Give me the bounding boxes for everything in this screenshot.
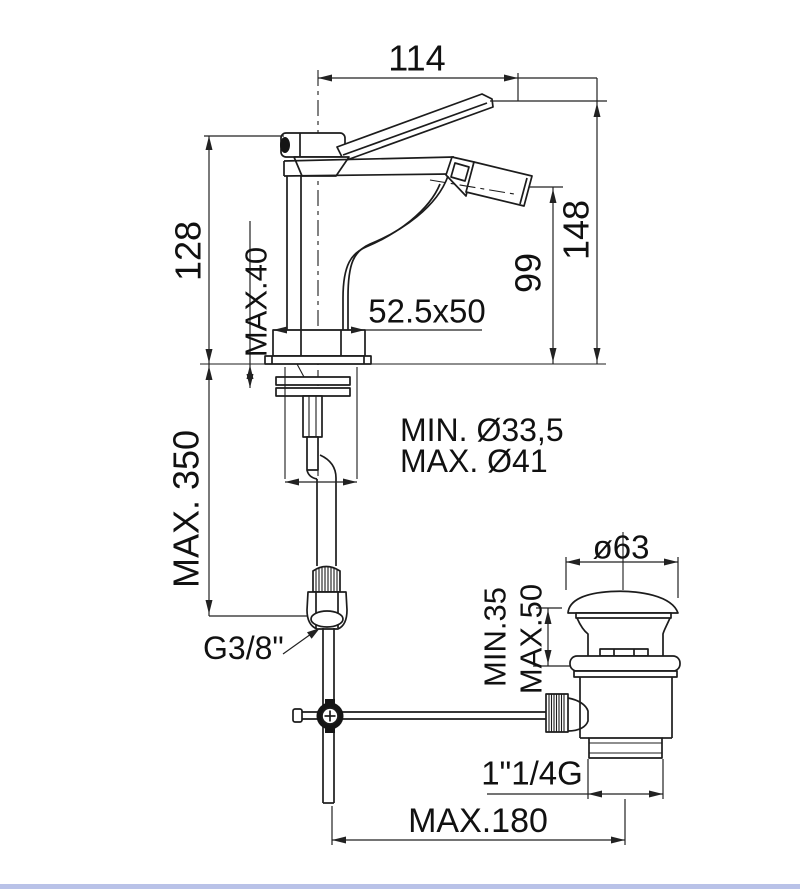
dimension-max40: MAX.40 (239, 221, 274, 388)
dimension-52-5x50: 52.5x50 (273, 293, 486, 334)
dimension-1-14g: 1"1/4G (481, 755, 664, 799)
dimension-hole-diameter: MIN. Ø33,5 MAX. Ø41 (284, 367, 564, 486)
waste-flange (569, 655, 681, 672)
dimension-148: 148 (490, 78, 607, 364)
dim-label-max350: MAX. 350 (166, 430, 207, 588)
waste-cap (567, 590, 679, 614)
dimension-114: 114 (318, 38, 597, 101)
dimension-128: 128 (168, 135, 284, 364)
pop-up-rod (292, 628, 549, 804)
waste-slot-tab (599, 648, 649, 657)
leader-g38: G3/8" (203, 628, 320, 666)
rod-end-cap (292, 708, 303, 723)
dim-label-waste-min: MIN.35 (478, 587, 513, 687)
label-g38: G3/8" (203, 630, 284, 666)
clamp-washer-bottom (275, 387, 351, 397)
pop-up-waste (545, 532, 681, 759)
dim-label-max40: MAX.40 (239, 247, 274, 357)
dim-label-d63: ø63 (593, 529, 650, 566)
lever-handle (336, 93, 494, 162)
handle-indicator (280, 137, 290, 153)
dim-label-hole-min: MIN. Ø33,5 (400, 412, 564, 448)
handle-hub (280, 132, 346, 158)
aerator-axis (429, 179, 515, 195)
dimension-max180: MAX.180 (331, 799, 626, 845)
nut-opening (310, 610, 344, 628)
dimension-waste-height: MIN.35 MAX.50 (478, 584, 570, 694)
dim-label-99: 99 (508, 253, 549, 293)
aerator (465, 161, 533, 207)
faucet-body (200, 70, 606, 478)
dim-label-hole-max: MAX. Ø41 (400, 443, 548, 479)
supply-hose (306, 454, 348, 630)
base-plate (264, 355, 372, 365)
threaded-shank (302, 395, 323, 438)
hose-collar (312, 565, 341, 593)
dimension-99: 99 (508, 186, 563, 364)
shank-rod (306, 436, 319, 471)
dim-label-max180: MAX.180 (408, 802, 548, 840)
dim-label-128: 128 (168, 221, 209, 281)
dim-label-148: 148 (556, 200, 597, 260)
dim-label-114: 114 (388, 38, 445, 79)
clamp-washer-top (275, 376, 351, 386)
window-bottom-edge (0, 884, 800, 889)
dimension-max350: MAX. 350 (166, 364, 307, 617)
dim-label-base-size: 52.5x50 (368, 293, 485, 330)
label-waste-thread: 1"1/4G (481, 755, 583, 792)
dim-label-waste-max: MAX.50 (514, 584, 549, 694)
base-flange (272, 329, 366, 357)
dimension-d63: ø63 (565, 529, 679, 598)
waste-outlet-thread (588, 737, 663, 759)
